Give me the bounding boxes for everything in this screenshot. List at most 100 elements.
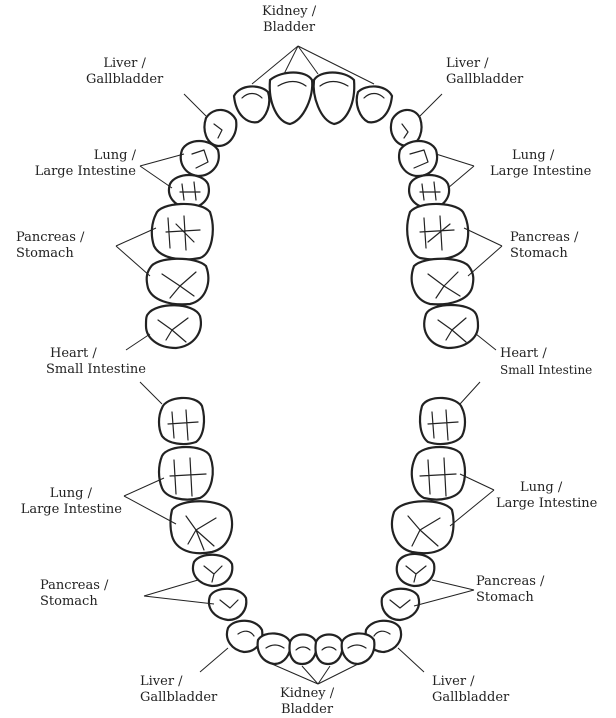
upper-tooth-lateral-incisor-left bbox=[234, 86, 269, 122]
upper-tooth-first-premolar-right bbox=[399, 141, 437, 176]
upper-tooth-second-premolar-right bbox=[409, 175, 449, 208]
lower-tooth-central-incisor-left bbox=[290, 635, 317, 665]
upper-tooth-canine-left bbox=[205, 110, 237, 146]
label-line: Kidney / bbox=[262, 4, 316, 20]
label-upper-kidney-bladder: Kidney / Bladder bbox=[262, 4, 316, 36]
label-line: Liver / bbox=[446, 56, 523, 72]
label-line: Gallbladder bbox=[446, 72, 523, 88]
leader-heart-right bbox=[476, 334, 496, 350]
label-line: Bladder bbox=[280, 702, 334, 718]
label-line: Pancreas / bbox=[510, 230, 578, 246]
label-line: Bladder bbox=[262, 20, 316, 36]
label-line: Stomach bbox=[40, 594, 108, 610]
label-line: Large Intestine bbox=[496, 496, 597, 512]
leader-upper-lung-left-1 bbox=[140, 154, 184, 166]
label-line: Gallbladder bbox=[432, 690, 509, 706]
label-line: Liver / bbox=[140, 674, 217, 690]
lower-tooth-first-molar-left bbox=[171, 501, 232, 553]
leader-lower-liver-right bbox=[398, 648, 424, 672]
upper-tooth-third-molar-right bbox=[424, 305, 478, 348]
label-line: Stomach bbox=[510, 246, 578, 262]
lower-tooth-third-molar-left bbox=[159, 398, 204, 444]
lower-tooth-second-premolar-right bbox=[397, 554, 435, 586]
leader-lower-kidney-4 bbox=[318, 664, 358, 684]
lower-tooth-first-molar-right bbox=[392, 501, 453, 553]
label-line: Kidney / bbox=[280, 686, 334, 702]
label-line: Large Intestine bbox=[490, 164, 591, 180]
label-upper-liver-left: Liver / Gallbladder bbox=[86, 56, 163, 88]
label-lower-lung-left: Lung / Large Intestine bbox=[6, 486, 122, 518]
upper-tooth-second-molar-left bbox=[147, 259, 209, 305]
label-lower-lung-right: Lung / Large Intestine bbox=[496, 480, 597, 512]
leader-lower-third-molar-right bbox=[460, 382, 480, 404]
leader-upper-lung-right-2 bbox=[448, 166, 474, 188]
leader-upper-liver-left bbox=[184, 94, 206, 116]
leader-upper-pancreas-left-2 bbox=[116, 246, 150, 276]
label-line: Stomach bbox=[476, 590, 544, 606]
upper-tooth-central-incisor-left bbox=[270, 73, 313, 125]
leader-upper-kidney-3 bbox=[298, 46, 318, 74]
lower-tooth-second-molar-right bbox=[412, 447, 465, 500]
leader-upper-pancreas-right-1 bbox=[464, 228, 502, 246]
label-lower-kidney-bladder: Kidney / Bladder bbox=[280, 686, 334, 718]
label-line: Stomach bbox=[16, 246, 84, 262]
leader-lines bbox=[116, 46, 502, 684]
label-upper-liver-right: Liver / Gallbladder bbox=[446, 56, 523, 88]
label-line: Liver / bbox=[86, 56, 163, 72]
upper-tooth-first-molar-left bbox=[152, 204, 213, 260]
lower-tooth-first-premolar-left bbox=[209, 589, 246, 620]
label-line: Pancreas / bbox=[476, 574, 544, 590]
leader-lower-pancreas-right-1 bbox=[432, 580, 474, 590]
label-upper-pancreas-right: Pancreas / Stomach bbox=[510, 230, 578, 262]
lower-tooth-second-premolar-left bbox=[193, 555, 232, 586]
label-line: Lung / bbox=[490, 148, 591, 164]
label-upper-lung-right: Lung / Large Intestine bbox=[490, 148, 591, 180]
leader-upper-pancreas-right-2 bbox=[468, 246, 502, 276]
leader-lower-pancreas-left-2 bbox=[144, 596, 214, 604]
upper-tooth-third-molar-left bbox=[146, 305, 201, 348]
label-lower-liver-right: Liver / Gallbladder bbox=[432, 674, 509, 706]
lower-tooth-central-incisor-right bbox=[316, 635, 343, 665]
leader-upper-pancreas-left-1 bbox=[116, 228, 156, 246]
leader-lower-kidney-2 bbox=[302, 666, 318, 684]
leader-lower-lung-left-1 bbox=[124, 478, 164, 496]
upper-tooth-central-incisor-right bbox=[314, 73, 355, 125]
label-upper-lung-left: Lung / Large Intestine bbox=[18, 148, 136, 180]
label-line: Lung / bbox=[496, 480, 597, 496]
leader-upper-lung-right-1 bbox=[436, 154, 474, 166]
leader-lower-liver-left bbox=[200, 648, 228, 672]
lower-tooth-lateral-incisor-left bbox=[258, 633, 291, 664]
leader-lower-kidney-1 bbox=[272, 664, 318, 684]
label-lower-pancreas-left: Pancreas / Stomach bbox=[40, 578, 108, 610]
label-heart-left: Heart / Small Intestine bbox=[46, 346, 146, 378]
leader-lower-third-molar-left bbox=[140, 382, 162, 404]
label-line: Pancreas / bbox=[16, 230, 84, 246]
upper-tooth-first-premolar-left bbox=[181, 141, 219, 176]
label-line: Large Intestine bbox=[18, 164, 136, 180]
upper-arch bbox=[146, 73, 478, 349]
label-line: Small Intestine bbox=[500, 362, 592, 378]
leader-upper-lung-left-2 bbox=[140, 166, 172, 188]
label-line: Gallbladder bbox=[86, 72, 163, 88]
lower-tooth-third-molar-right bbox=[420, 398, 465, 444]
lower-tooth-second-molar-left bbox=[159, 447, 213, 500]
upper-tooth-lateral-incisor-right bbox=[357, 86, 392, 122]
label-line: Lung / bbox=[18, 148, 136, 164]
label-line: Pancreas / bbox=[40, 578, 108, 594]
upper-tooth-second-molar-right bbox=[412, 259, 474, 305]
label-line: Gallbladder bbox=[140, 690, 217, 706]
label-line: Small Intestine bbox=[46, 362, 146, 378]
leader-upper-liver-right bbox=[420, 94, 442, 116]
label-lower-liver-left: Liver / Gallbladder bbox=[140, 674, 217, 706]
lower-tooth-lateral-incisor-right bbox=[342, 633, 375, 664]
leader-lower-lung-right-1 bbox=[460, 474, 494, 490]
label-lower-pancreas-right: Pancreas / Stomach bbox=[476, 574, 544, 606]
leader-upper-kidney-2 bbox=[284, 46, 298, 74]
leader-lower-lung-left-2 bbox=[124, 496, 176, 524]
label-upper-pancreas-left: Pancreas / Stomach bbox=[16, 230, 84, 262]
label-line: Liver / bbox=[432, 674, 509, 690]
leader-lower-pancreas-left-1 bbox=[144, 580, 198, 596]
label-line: Lung / bbox=[6, 486, 122, 502]
label-line: Heart / bbox=[500, 346, 592, 362]
